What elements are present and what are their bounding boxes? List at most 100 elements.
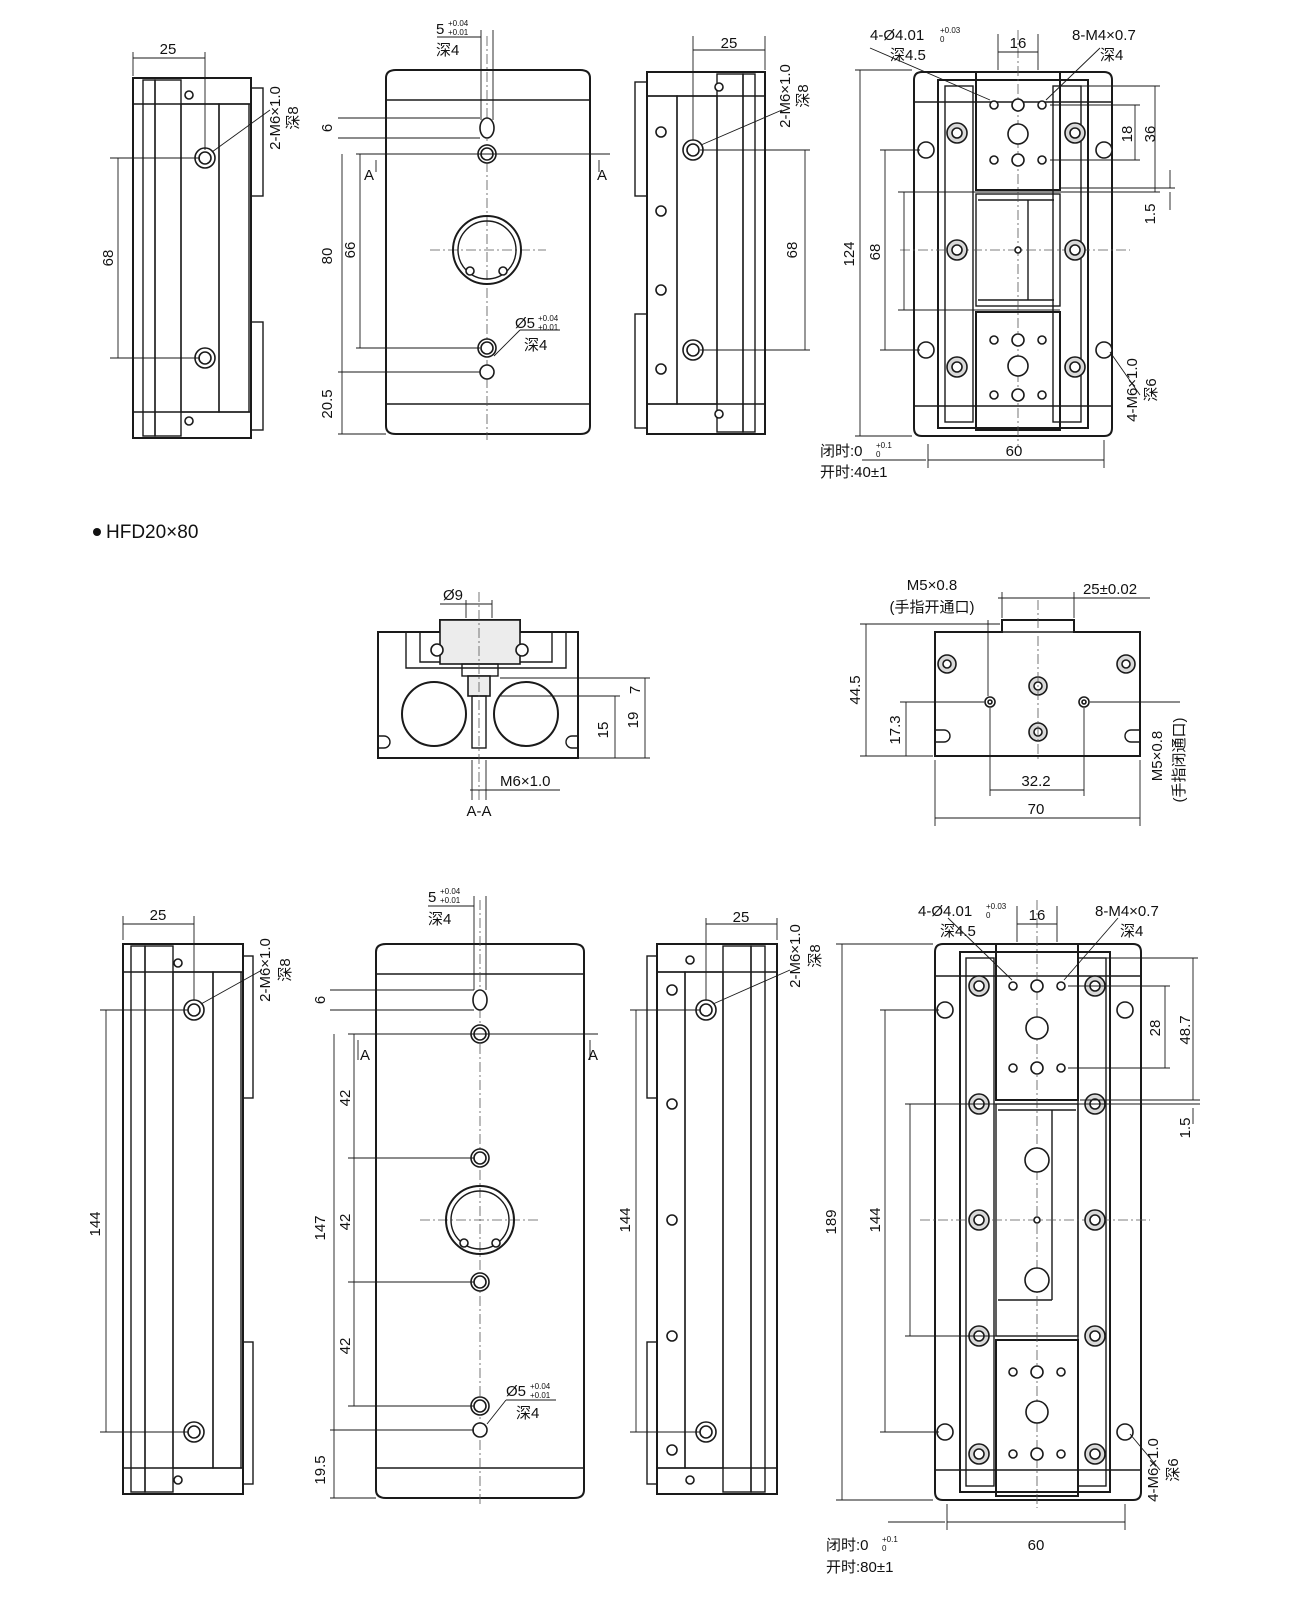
bottom-front-pin-top: 5	[428, 889, 436, 906]
top-plan-d15: 1.5	[1142, 204, 1159, 225]
bottom-plan-pin-depth: 深4.5	[940, 923, 976, 940]
bottom-plan-d28: 28	[1147, 1020, 1164, 1037]
section-title: HFD20×80	[106, 522, 198, 543]
end-port-close: M5×0.8	[1149, 731, 1166, 781]
section-d15: 15	[595, 722, 612, 739]
bottom-plan-d144: 144	[867, 1207, 884, 1232]
end-d322: 32.2	[1021, 773, 1050, 790]
top-front-d80: 80	[319, 248, 336, 265]
bottom-front-view	[330, 896, 598, 1504]
bottom-side-right-depth: 深8	[807, 944, 824, 967]
top-plan-pin-depth: 深4.5	[890, 47, 926, 64]
bottom-side-left-width: 25	[150, 907, 167, 924]
bottom-front-pin-top-tol-dn: +0.01	[440, 896, 461, 905]
bottom-front-pin-top-depth: 深4	[428, 911, 451, 928]
top-side-left-width: 25	[160, 41, 177, 58]
section-d7: 7	[627, 686, 644, 694]
bottom-plan-view	[836, 900, 1200, 1530]
bottom-side-left-depth: 深8	[277, 958, 294, 981]
bottom-plan-m4: 8-M4×0.7	[1095, 903, 1159, 920]
top-plan-m6-depth: 深6	[1143, 378, 1160, 401]
top-plan-open: 开时:40±1	[820, 464, 887, 481]
top-plan-d16: 16	[1010, 35, 1027, 52]
section-d9: Ø9	[443, 587, 463, 604]
end-port-open-note: (手指开通口)	[890, 599, 975, 616]
top-front-d6: 6	[319, 124, 336, 132]
bottom-side-left-thread: 2-M6×1.0	[257, 938, 274, 1002]
top-side-left-pitch: 68	[100, 250, 117, 267]
bottom-plan-d189: 189	[823, 1209, 840, 1234]
top-front-pin-top-depth: 深4	[436, 42, 459, 59]
bottom-front-pin-tol-dn: +0.01	[530, 1391, 551, 1400]
bottom-plan-closed: 闭时:0	[826, 1537, 869, 1554]
end-d70: 70	[1028, 801, 1045, 818]
bottom-plan-pin-tol-dn: 0	[986, 911, 991, 920]
top-side-view-right	[634, 36, 810, 435]
top-plan-m6: 4-M6×1.0	[1124, 358, 1141, 422]
top-plan-m4-depth: 深4	[1100, 47, 1123, 64]
bottom-front-d42a: 42	[337, 1090, 354, 1107]
top-plan-d36: 36	[1142, 126, 1159, 143]
end-view	[860, 592, 1180, 826]
top-plan-pin-tol-up: +0.03	[940, 26, 961, 35]
bottom-front-d42b: 42	[337, 1214, 354, 1231]
top-side-right-width: 25	[721, 35, 738, 52]
top-front-d205: 20.5	[319, 389, 336, 418]
end-d445: 44.5	[847, 675, 864, 704]
bottom-front-sec-a-right: A	[588, 1047, 598, 1064]
top-front-sec-a-right: A	[597, 167, 607, 184]
bottom-plan-d60: 60	[1028, 1537, 1045, 1554]
bottom-front-sec-a-left: A	[360, 1047, 370, 1064]
bottom-side-right-thread: 2-M6×1.0	[787, 924, 804, 988]
bottom-side-right-pitch: 144	[617, 1207, 634, 1232]
section-aa-view	[377, 592, 650, 800]
bottom-plan-m4-depth: 深4	[1120, 923, 1143, 940]
end-d173: 17.3	[887, 715, 904, 744]
bottom-plan-d15: 1.5	[1177, 1118, 1194, 1139]
top-front-pin-top-tol-up: +0.04	[448, 19, 469, 28]
bottom-plan-open: 开时:80±1	[826, 1559, 893, 1576]
bottom-front-d195: 19.5	[312, 1455, 329, 1484]
section-thread: M6×1.0	[500, 773, 550, 790]
top-plan-d68: 68	[867, 244, 884, 261]
bullet-icon	[93, 528, 101, 536]
top-plan-closed-tol-dn: 0	[876, 450, 881, 459]
top-front-pin-dia: Ø5	[515, 315, 535, 332]
section-d19: 19	[625, 712, 642, 729]
top-plan-closed-tol-up: +0.1	[876, 441, 892, 450]
top-plan-pin-tol-dn: 0	[940, 35, 945, 44]
top-front-pin-depth: 深4	[524, 337, 547, 354]
top-side-right-depth: 深8	[795, 84, 812, 107]
section-label: A-A	[466, 803, 491, 820]
bottom-plan-closed-tol-dn: 0	[882, 1544, 887, 1553]
top-side-right-pitch: 68	[784, 242, 801, 259]
bottom-plan-d16: 16	[1029, 907, 1046, 924]
top-plan-m4: 8-M4×0.7	[1072, 27, 1136, 44]
bottom-side-view-right	[630, 918, 791, 1495]
top-front-view	[338, 30, 610, 440]
bottom-front-pin-top-tol-up: +0.04	[440, 887, 461, 896]
top-plan-d60: 60	[1006, 443, 1023, 460]
bottom-plan-pin-tol-up: +0.03	[986, 902, 1007, 911]
bottom-front-d42c: 42	[337, 1338, 354, 1355]
bottom-plan-pin-holes: 4-Ø4.01	[918, 903, 972, 920]
bottom-plan-m6: 4-M6×1.0	[1145, 1438, 1162, 1502]
top-plan-d124: 124	[841, 241, 858, 266]
top-plan-closed: 闭时:0	[820, 443, 863, 460]
top-side-right-thread: 2-M6×1.0	[777, 64, 794, 128]
top-front-pin-top-tol-dn: +0.01	[448, 28, 469, 37]
bottom-side-left-pitch: 144	[87, 1211, 104, 1236]
end-port-close-note: (手指闭通口)	[1171, 718, 1188, 803]
end-d25: 25±0.02	[1083, 581, 1137, 598]
top-side-left-thread: 2-M6×1.0	[267, 86, 284, 150]
bottom-plan-closed-tol-up: +0.1	[882, 1535, 898, 1544]
top-side-view-left	[110, 52, 271, 439]
bottom-side-view-left	[100, 916, 263, 1495]
top-front-pin-tol-dn: +0.01	[538, 323, 559, 332]
bottom-front-pin-depth: 深4	[516, 1405, 539, 1422]
top-plan-d18: 18	[1119, 126, 1136, 143]
bottom-front-pin-tol-up: +0.04	[530, 1382, 551, 1391]
bottom-plan-d487: 48.7	[1177, 1015, 1194, 1044]
bottom-front-pin-dia: Ø5	[506, 1383, 526, 1400]
